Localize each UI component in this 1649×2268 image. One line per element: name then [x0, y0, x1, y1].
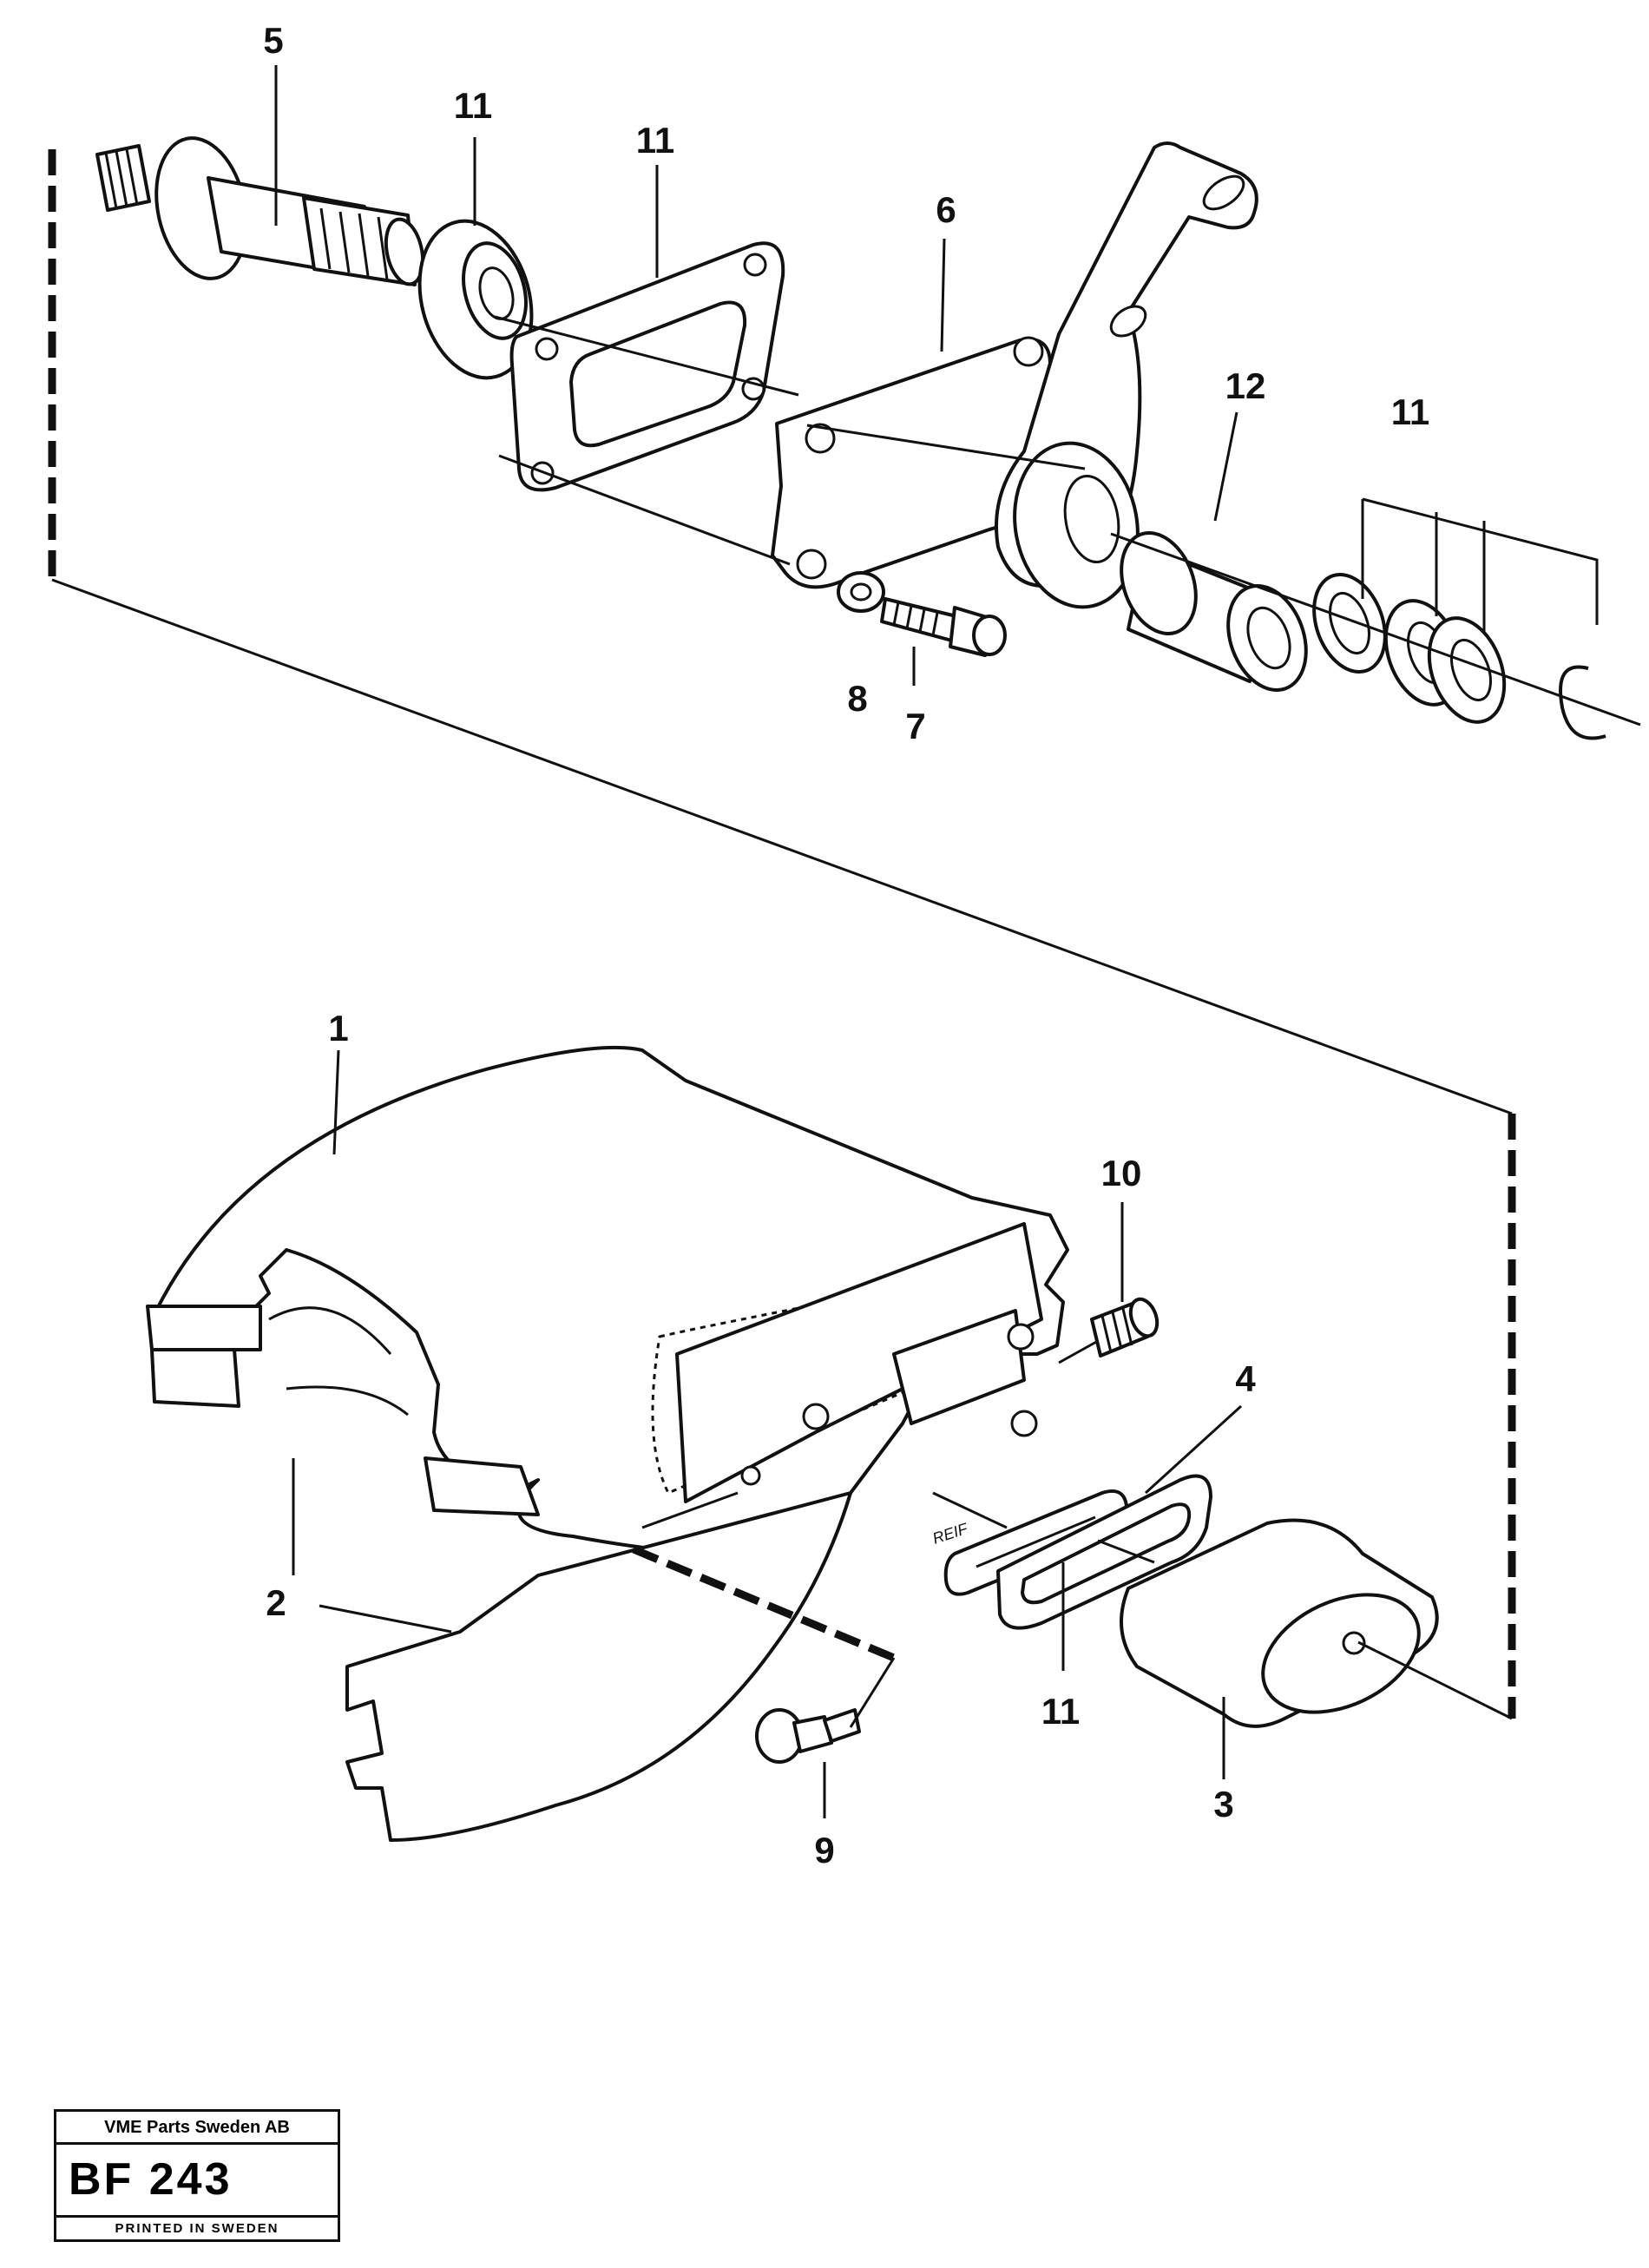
callout-11-seal: 11	[1041, 1691, 1080, 1732]
callout-12: 12	[1225, 365, 1266, 406]
callout-11-rings: 11	[1391, 391, 1429, 432]
callout-11-washer: 11	[454, 85, 492, 126]
callout-5: 5	[263, 20, 283, 61]
body-part-1	[146, 1045, 1069, 1568]
ring-set-part-11	[1312, 572, 1606, 740]
lever-housing-part-6	[771, 141, 1258, 609]
upper-axis-lines	[494, 315, 1641, 726]
assembly-boundary	[48, 149, 1516, 1719]
gasket-part-11	[509, 241, 785, 492]
bushing-part-12	[1120, 530, 1308, 693]
callout-8: 8	[847, 678, 867, 719]
shaft-part-5	[95, 136, 425, 286]
wear-plate-part-2	[345, 1491, 852, 1842]
callout-11-gasket: 11	[636, 120, 674, 161]
callout-6: 6	[936, 189, 956, 230]
title-block-code: BF 243	[56, 2145, 338, 2218]
screw-part-10	[1090, 1297, 1160, 1358]
washer-part-11	[417, 219, 534, 380]
title-block-company: VME Parts Sweden AB	[56, 2112, 338, 2145]
callout-3: 3	[1213, 1784, 1233, 1824]
callout-4: 4	[1235, 1358, 1256, 1399]
callout-1: 1	[328, 1008, 348, 1049]
callout-10: 10	[1101, 1153, 1142, 1193]
callout-9: 9	[814, 1830, 834, 1870]
title-block-printed: PRINTED IN SWEDEN	[115, 2221, 279, 2236]
bolt-part-7	[880, 597, 1007, 657]
callout-2: 2	[266, 1582, 286, 1623]
lower-leader-lines	[292, 1049, 1243, 1818]
stamp-text: REIF	[930, 1520, 970, 1548]
block-part-3	[1120, 1518, 1439, 1728]
title-block: VME Parts Sweden AB BF 243 PRINTED IN SW…	[54, 2109, 340, 2242]
upper-leader-lines	[274, 65, 1599, 686]
callout-7: 7	[905, 706, 925, 746]
lower-axis-lines	[632, 1339, 1513, 1728]
washer-part-8	[837, 571, 885, 613]
nipple-part-9	[755, 1708, 861, 1764]
